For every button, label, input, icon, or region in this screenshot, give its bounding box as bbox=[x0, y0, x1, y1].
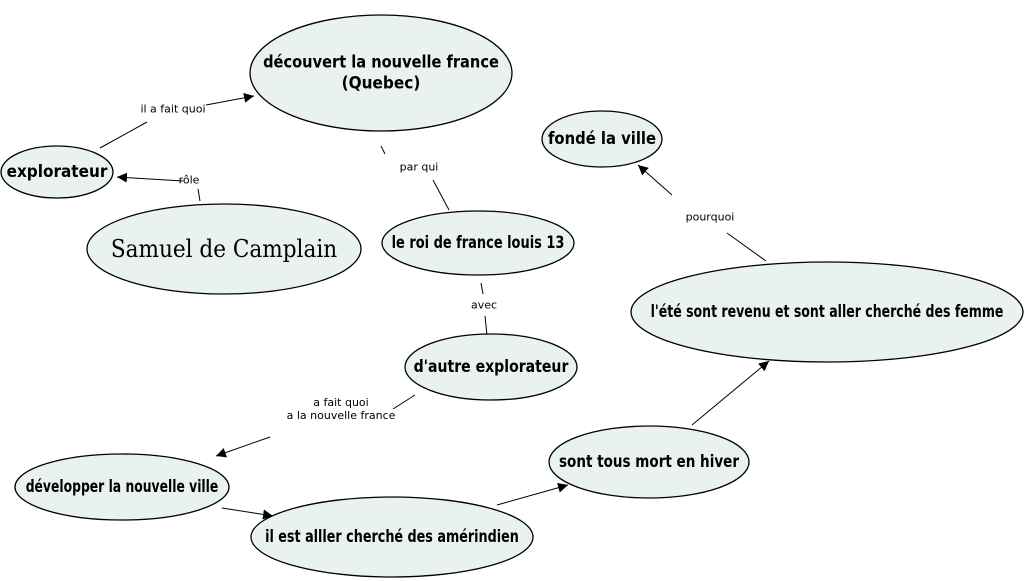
link-label: rôle bbox=[179, 174, 200, 187]
concept-node-ete[interactable]: l'été sont revenu et sont aller cherché … bbox=[630, 261, 1024, 363]
concept-node-mort[interactable]: sont tous mort en hiver bbox=[548, 425, 750, 499]
concept-node-label: le roi de france louis 13 bbox=[392, 233, 565, 253]
concept-node-developper[interactable]: développer la nouvelle ville bbox=[14, 453, 230, 521]
concept-node-label: découvert la nouvelle france bbox=[263, 53, 499, 73]
concept-node-decouvert[interactable]: découvert la nouvelle france(Quebec) bbox=[249, 14, 513, 132]
concept-node-label: (Quebec) bbox=[342, 74, 421, 94]
link-line-segment bbox=[215, 436, 271, 458]
link-label: a la nouvelle france bbox=[287, 409, 396, 422]
link-par-qui: par qui bbox=[380, 145, 450, 211]
link-mort-ete bbox=[691, 360, 770, 426]
link-line-segment bbox=[205, 92, 255, 106]
links-layer: rôle il a fait quoi par qui avec a fait quoi… bbox=[99, 92, 770, 520]
link-line-segment bbox=[480, 282, 484, 295]
link-line-segment bbox=[116, 172, 184, 183]
concept-node-label: sont tous mort en hiver bbox=[559, 452, 739, 472]
link-label: il a fait quoi bbox=[140, 103, 205, 116]
link-line-segment bbox=[726, 232, 767, 262]
concept-node-amerindien[interactable]: il est alller cherché des amérindien bbox=[250, 496, 534, 578]
link-avec: avec bbox=[471, 282, 497, 336]
link-dev-amer bbox=[221, 507, 274, 520]
concept-node-label: Samuel de Camplain bbox=[111, 235, 337, 263]
link-label: a fait quoi bbox=[313, 396, 368, 409]
concept-node-shape bbox=[404, 333, 578, 401]
link-amer-mort bbox=[496, 482, 569, 506]
concept-node-roi[interactable]: le roi de france louis 13 bbox=[381, 210, 575, 276]
concept-node-label: fondé la ville bbox=[548, 129, 656, 149]
link-label: pourquoi bbox=[686, 211, 735, 224]
concept-node-explorateur[interactable]: explorateur bbox=[0, 145, 114, 199]
concept-node-shape bbox=[548, 425, 750, 499]
link-pourquoi: pourquoi bbox=[637, 164, 767, 262]
concept-node-shape bbox=[249, 14, 513, 132]
concept-node-shape bbox=[381, 210, 575, 276]
concept-node-autre[interactable]: d'autre explorateur bbox=[404, 333, 578, 401]
link-line-segment bbox=[432, 179, 450, 211]
link-label: avec bbox=[471, 299, 497, 312]
link-line-segment bbox=[637, 164, 673, 196]
link-line-segment bbox=[496, 482, 569, 506]
link-line-segment bbox=[392, 394, 416, 410]
concept-node-samuel[interactable]: Samuel de Camplain bbox=[86, 203, 362, 295]
link-line-segment bbox=[380, 145, 386, 155]
concept-node-shape bbox=[630, 261, 1024, 363]
concept-node-shape bbox=[14, 453, 230, 521]
link-line-segment bbox=[221, 507, 274, 520]
link-fait-quoi: il a fait quoi bbox=[99, 92, 255, 149]
concept-node-shape bbox=[0, 145, 114, 199]
link-label: par qui bbox=[400, 161, 439, 174]
concept-node-shape bbox=[250, 496, 534, 578]
concept-node-label: il est alller cherché des amérindien bbox=[265, 527, 519, 547]
link-line-segment bbox=[691, 360, 770, 426]
link-line-segment bbox=[99, 121, 148, 149]
concept-node-fonde[interactable]: fondé la ville bbox=[541, 110, 663, 168]
concept-node-label: explorateur bbox=[7, 162, 108, 182]
concept-node-shape bbox=[86, 203, 362, 295]
concept-node-label: l'été sont revenu et sont aller cherché … bbox=[651, 302, 1004, 322]
concept-node-label: d'autre explorateur bbox=[414, 357, 569, 377]
link-line-segment bbox=[484, 315, 488, 336]
link-line-segment bbox=[197, 188, 201, 202]
concept-node-label: développer la nouvelle ville bbox=[26, 477, 219, 497]
concept-node-shape bbox=[541, 110, 663, 168]
nodes-layer: découvert la nouvelle france(Quebec) expl… bbox=[0, 14, 1024, 578]
link-role: rôle bbox=[116, 172, 201, 202]
